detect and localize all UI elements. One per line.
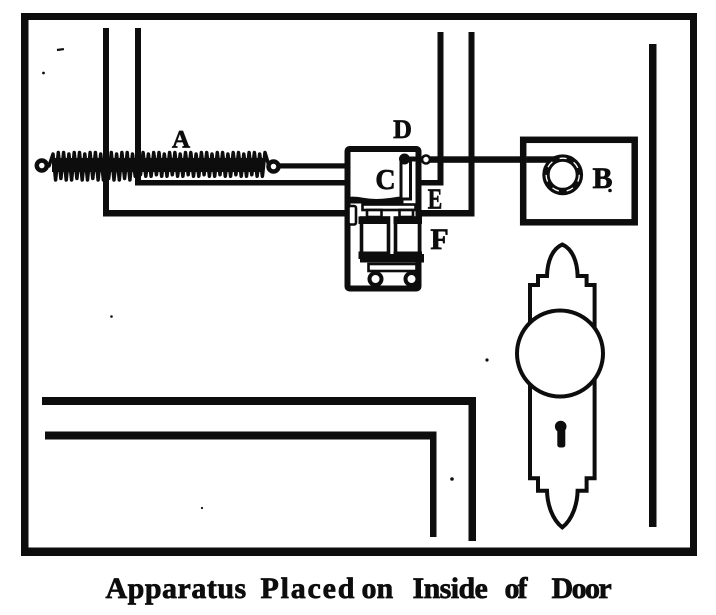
svg-text:B: B [592,162,612,195]
svg-text:Door: Door [552,572,612,605]
svg-text:of: of [505,572,529,605]
svg-text:D: D [393,115,412,144]
svg-text:Apparatus: Apparatus [106,572,247,605]
svg-text:Inside: Inside [413,572,488,605]
svg-text:E: E [428,185,443,216]
svg-text:Placed: Placed [261,572,357,605]
svg-text:C: C [375,165,395,196]
svg-text:A: A [172,127,190,154]
svg-text:F: F [430,223,448,256]
svg-text:on: on [362,572,394,605]
